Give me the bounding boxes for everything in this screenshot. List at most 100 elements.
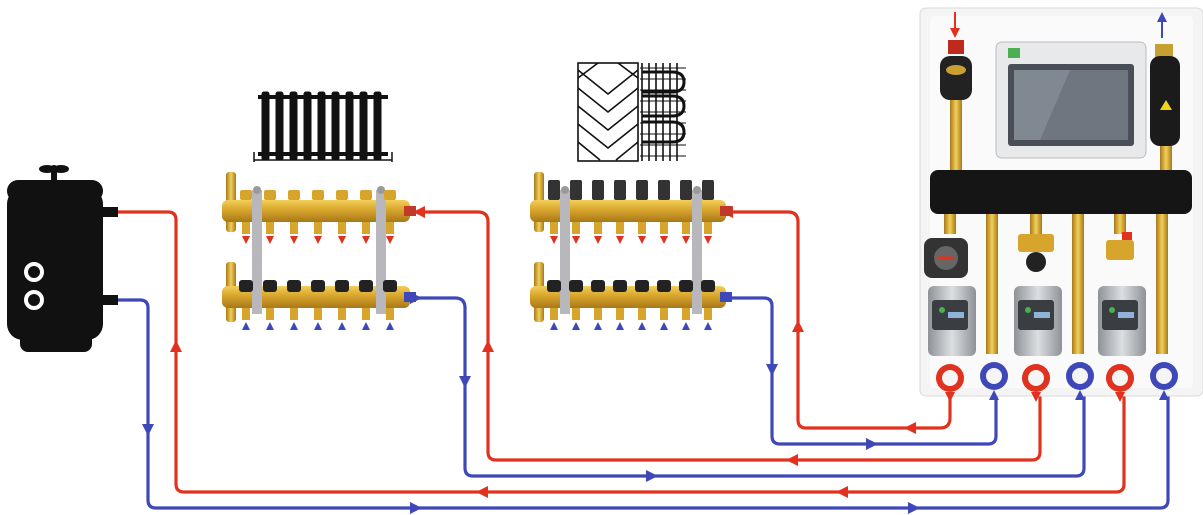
outlet-arrow-red [638,236,646,244]
arrow-down-blue [766,364,778,376]
outlet [550,222,558,234]
flow-meter [548,180,560,200]
inlet [242,308,250,320]
valve-cap [701,280,715,292]
flow-meter [336,190,348,200]
outlet [386,222,394,234]
outlet-arrow-red [362,236,370,244]
inlet [638,308,646,320]
arrow-left-red [786,454,798,466]
radiator-column [318,92,325,160]
inlet-arrow-blue [242,322,250,330]
inlet [682,308,690,320]
valve-cap [569,280,583,292]
outlet-arrow-red [572,236,580,244]
valve-cap [657,280,671,292]
outlet [242,222,250,234]
buffer-tank [7,165,118,352]
return-connector [404,292,416,302]
inlet [314,308,322,320]
inlet [660,308,668,320]
outlet-arrow-red [266,236,274,244]
outlet [362,222,370,234]
outlet [638,222,646,234]
outlet [266,222,274,234]
inlet [362,308,370,320]
flow-meter [312,190,324,200]
flow-meter [702,180,714,200]
outlet [660,222,668,234]
arrow-up-red [792,320,804,332]
inlet [616,308,624,320]
radiator-column [374,92,381,160]
flow-meter [592,180,604,200]
flow-meter [384,190,396,200]
inlet-arrow-blue [616,322,624,330]
flow-meter [658,180,670,200]
supply-connector [720,206,732,216]
outlet-arrow-red [338,236,346,244]
outlet [290,222,298,234]
inlet [704,308,712,320]
valve-cap [383,280,397,292]
outlet-arrow-red [550,236,558,244]
supply-connector [404,206,416,216]
inlet [386,308,394,320]
outlet [338,222,346,234]
arrow-up-red [482,340,494,352]
arrow-down-blue [459,376,471,388]
pipe-riser [944,214,956,234]
valve-cap [613,280,627,292]
pipe-riser [1156,214,1168,354]
radiator-column [262,92,269,160]
valve-cap [263,280,277,292]
valve-cap [335,280,349,292]
inlet [550,308,558,320]
inlet [572,308,580,320]
outlet [594,222,602,234]
inlet [266,308,274,320]
outlet [572,222,580,234]
outlet-arrow-red [682,236,690,244]
pipe-riser [1114,214,1126,234]
inlet [338,308,346,320]
inlet-arrow-blue [660,322,668,330]
valve-cap [591,280,605,292]
valve-cap [287,280,301,292]
mounting-bracket [376,190,386,314]
inlet-arrow-blue [314,322,322,330]
outlet [682,222,690,234]
arrow-left-red [904,422,916,434]
arrow-down-blue [142,424,154,436]
mounting-bracket [252,190,262,314]
mixing-valve [1018,234,1054,252]
valve-cap [635,280,649,292]
flow-meter [264,190,276,200]
outlet-arrow-red [594,236,602,244]
inlet-arrow-blue [290,322,298,330]
radiator-column [360,92,367,160]
pipe-riser [986,214,998,354]
radiator-manifold [222,172,416,330]
floor-heating-icon [578,63,686,161]
valve-cap [359,280,373,292]
arrow-left-red [476,486,488,498]
inlet-arrow-blue [386,322,394,330]
mounting-bracket [692,190,702,314]
outlet-arrow-red [945,392,955,402]
return-connector [720,292,732,302]
inlet-arrow-blue [638,322,646,330]
valve-cap [311,280,325,292]
radiator-column [304,92,311,160]
arrow-right-blue [866,438,878,450]
outlet-arrow-red [314,236,322,244]
inlet-arrow-blue [704,322,712,330]
inlet-arrow-blue [594,322,602,330]
flow-meter [570,180,582,200]
inlet [594,308,602,320]
inlet-arrow-blue [682,322,690,330]
inlet-arrow-blue [266,322,274,330]
inlet-arrow-blue [572,322,580,330]
arrow-right-blue [410,502,422,514]
